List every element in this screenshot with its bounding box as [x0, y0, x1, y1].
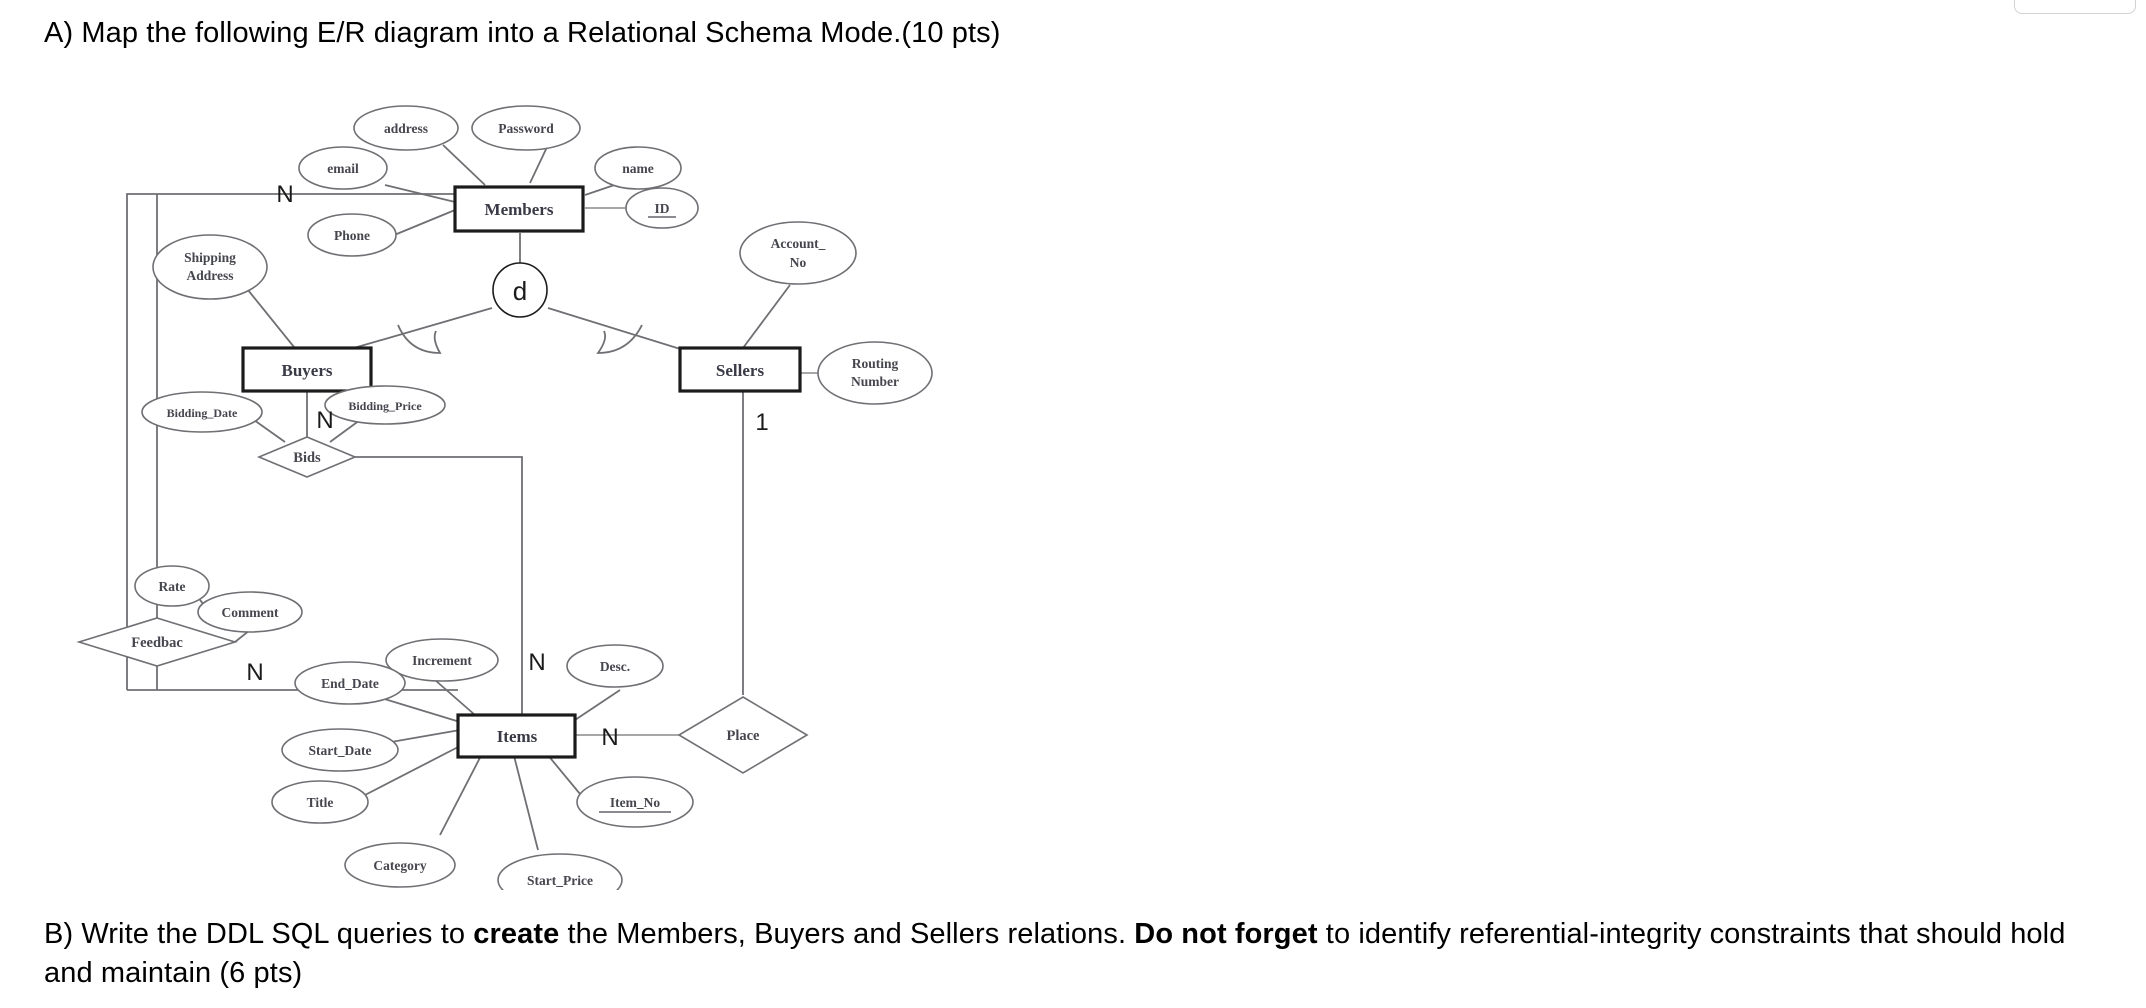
entity-sellers-label: Sellers — [716, 361, 765, 380]
attribute-category-label: Category — [373, 858, 426, 873]
attribute-start-date-label: Start_Date — [309, 743, 372, 758]
cardinality-items-feedback: N — [246, 659, 263, 686]
attribute-rate-label: Rate — [159, 579, 186, 594]
attribute-start-price-label: Start_Price — [527, 873, 593, 888]
entity-items-label: Items — [497, 727, 538, 746]
attribute-title-label: Title — [307, 795, 334, 810]
attribute-id-label: ID — [654, 201, 669, 216]
entity-buyers: Buyers — [241, 346, 373, 393]
attribute-category: Category — [344, 842, 456, 888]
cardinality-members-feedback: N — [276, 181, 293, 208]
attribute-name-label: name — [622, 161, 654, 176]
attribute-shipping-address-line2: Address — [186, 268, 233, 283]
relationship-bids: Bids — [256, 436, 358, 478]
attribute-increment-label: Increment — [412, 653, 472, 668]
attribute-end-date-label: End_Date — [321, 676, 379, 691]
entity-members: Members — [453, 185, 585, 233]
question-b-part3: to identify referential-integrity constr… — [44, 918, 2074, 989]
attribute-routing-number-line1: Routing — [852, 356, 899, 371]
specialization-disjoint-circle: d — [492, 262, 548, 318]
cardinality-buyers-bids: N — [316, 407, 333, 434]
cardinality-items-bids: N — [528, 649, 545, 676]
attribute-password-label: Password — [498, 121, 554, 136]
entity-buyers-label: Buyers — [282, 361, 333, 380]
relationship-place: Place — [677, 696, 809, 774]
attribute-routing-number: Routing Number — [817, 341, 933, 405]
question-a-label: A) Map the following E/R diagram into a … — [44, 17, 1001, 49]
attribute-password: Password — [471, 105, 581, 151]
relationship-feedback: Feedbac — [76, 617, 238, 667]
cardinality-items-place: N — [601, 724, 618, 751]
attribute-account-no-line1: Account_ — [771, 236, 826, 251]
attribute-email: email — [298, 146, 388, 190]
entity-sellers: Sellers — [678, 346, 802, 393]
attribute-shipping-address-line1: Shipping — [184, 250, 236, 265]
attribute-start-date: Start_Date — [281, 728, 399, 772]
attribute-name: name — [594, 146, 682, 190]
attribute-desc: Desc. — [566, 644, 664, 688]
attribute-rate: Rate — [134, 565, 210, 607]
attribute-phone: Phone — [307, 213, 397, 257]
attribute-bidding-price: Bidding_Price — [324, 385, 446, 425]
attribute-item-no-label: Item_No — [610, 795, 660, 810]
er-diagram-svg: address Password email name ID — [76, 105, 933, 890]
attribute-account-no: Account_ No — [739, 221, 857, 285]
window-corner-chrome — [2014, 0, 2136, 14]
attribute-bidding-date: Bidding_Date — [141, 391, 263, 433]
question-b-bold-donotforget: Do not forget — [1134, 918, 1318, 950]
attribute-increment: Increment — [385, 638, 499, 682]
question-b-text: B) Write the DDL SQL queries to create t… — [44, 915, 2104, 993]
question-b-part2: the Members, Buyers and Sellers relation… — [559, 918, 1135, 950]
attribute-bidding-date-label: Bidding_Date — [167, 406, 238, 420]
attribute-account-no-line2: No — [790, 255, 807, 270]
relationship-place-label: Place — [726, 728, 760, 744]
attribute-shipping-address: Shipping Address — [152, 234, 268, 300]
attribute-address-label: address — [384, 121, 428, 136]
attribute-item-no: Item_No — [576, 776, 694, 828]
attribute-start-price: Start_Price — [497, 853, 623, 890]
attribute-email-label: email — [327, 161, 359, 176]
attribute-routing-number-line2: Number — [851, 374, 899, 389]
attribute-address: address — [353, 105, 459, 151]
cardinality-sellers-place: 1 — [755, 409, 768, 436]
attribute-phone-label: Phone — [334, 228, 370, 243]
attribute-comment: Comment — [197, 591, 303, 633]
attribute-comment-label: Comment — [222, 605, 279, 620]
specialization-symbol: d — [513, 276, 527, 306]
question-b-part1: B) Write the DDL SQL queries to — [44, 918, 474, 950]
entity-members-label: Members — [485, 200, 554, 219]
attribute-id: ID — [625, 187, 699, 229]
attribute-title: Title — [271, 780, 369, 824]
attribute-desc-label: Desc. — [600, 659, 630, 674]
entity-items: Items — [456, 713, 577, 759]
relationship-feedback-label: Feedbac — [131, 635, 183, 651]
question-b-bold-create: create — [473, 918, 560, 950]
attribute-bidding-price-label: Bidding_Price — [348, 399, 422, 413]
question-a-text: A) Map the following E/R diagram into a … — [44, 14, 1944, 53]
er-diagram: address Password email name ID — [30, 90, 1050, 890]
relationship-bids-label: Bids — [293, 450, 321, 466]
attribute-end-date: End_Date — [294, 661, 406, 705]
